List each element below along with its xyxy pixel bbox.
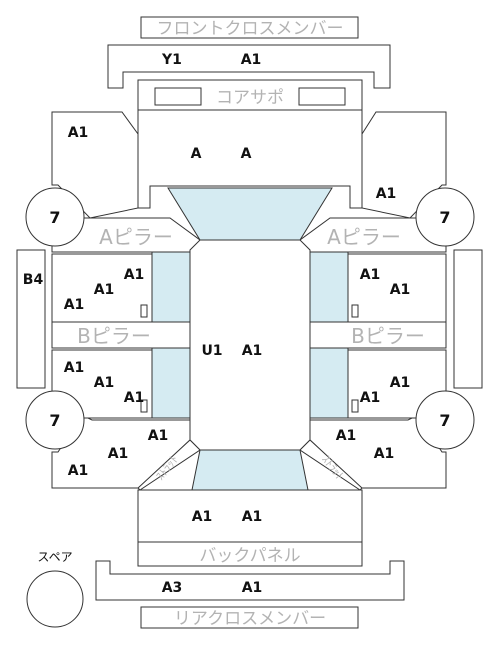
- side-window-left-rear: [151, 347, 191, 419]
- door-handle-rear-right: [351, 399, 359, 413]
- quarter-panel-left: A1 A1 A1: [51, 417, 191, 489]
- front-fender-right: A1: [361, 111, 447, 219]
- rear-door-right: A1 A1: [347, 349, 447, 419]
- rear-cross-member-label: リアクロスメンバー: [174, 609, 326, 629]
- side-window-right-rear: [309, 347, 349, 419]
- front-door-left: A1 A1 A1: [51, 253, 153, 323]
- trunk-grade-right: A1: [242, 509, 263, 525]
- front-cross-member-label: フロントクロスメンバー: [157, 19, 344, 39]
- rear-window: [191, 449, 309, 491]
- core-support-label: コアサポ: [216, 88, 284, 108]
- back-panel-label: バックパネル: [199, 546, 300, 566]
- front-member-grade-left: Y1: [161, 52, 182, 68]
- b-pillar-right: Bピラー: [309, 321, 447, 349]
- core-support: コアサポ: [138, 87, 362, 111]
- front-door-right-grade-a: A1: [360, 267, 381, 283]
- rear-member-grade-right: A1: [242, 580, 263, 596]
- headlight-right: [298, 87, 346, 106]
- side-panel-right: [453, 249, 483, 389]
- door-handle-rear-left: [140, 399, 148, 413]
- rear-bumper: A3 A1: [95, 560, 405, 601]
- spare-tire: スペア: [26, 550, 84, 628]
- a-pillar-right-label: Aピラー: [327, 225, 401, 249]
- hood: [137, 79, 363, 209]
- wheel-rear-left: 7: [25, 390, 85, 450]
- wheel-front-right: 7: [415, 187, 475, 247]
- quarter-left-grade-c: A1: [68, 463, 89, 479]
- door-handle-front-right: [351, 304, 359, 318]
- door-handle-front-left: [140, 304, 148, 318]
- windshield: [167, 187, 333, 241]
- front-cross-member: フロントクロスメンバー: [140, 16, 359, 39]
- quarter-left-grade-a: A1: [148, 428, 169, 444]
- fender-left-grade: A1: [68, 125, 89, 141]
- a-pillar-left-label: Aピラー: [99, 225, 173, 249]
- front-door-right: A1 A1: [347, 253, 447, 323]
- a-pillar-right: Aピラー: [299, 217, 447, 253]
- rear-door-left-grade-c: A1: [124, 390, 145, 406]
- front-fender-left: A1: [51, 111, 139, 219]
- rear-door-right-grade-a: A1: [390, 375, 411, 391]
- b-pillar-left: Bピラー: [51, 321, 191, 349]
- wheel-front-left-grade: 7: [49, 208, 60, 227]
- roof: U1 A1: [189, 239, 311, 451]
- rear-door-left: A1 A1 A1: [51, 349, 153, 419]
- b-pillar-right-label: Bピラー: [351, 324, 425, 348]
- back-panel: バックパネル: [137, 541, 363, 567]
- rear-member-grade-left: A3: [162, 580, 183, 596]
- wheel-rear-right-grade: 7: [439, 411, 450, 430]
- hood-grade-right: A: [241, 146, 252, 162]
- trunk: A1 A1: [137, 489, 363, 543]
- rear-door-left-grade-b: A1: [94, 375, 115, 391]
- wheel-front-right-grade: 7: [439, 208, 450, 227]
- side-window-right-front: [309, 251, 349, 323]
- wheel-rear-left-grade: 7: [49, 411, 60, 430]
- hood-grade-left: A: [191, 146, 202, 162]
- headlight-left: [154, 87, 202, 106]
- b-pillar-left-label: Bピラー: [77, 324, 151, 348]
- rear-door-right-grade-b: A1: [360, 390, 381, 406]
- side-window-left-front: [151, 251, 191, 323]
- front-bumper: Y1 A1: [107, 44, 391, 89]
- rear-cross-member: リアクロスメンバー: [140, 606, 359, 629]
- quarter-right-grade-a: A1: [336, 428, 357, 444]
- trunk-grade-left: A1: [192, 509, 213, 525]
- side-panel-left-grade: B4: [23, 272, 44, 288]
- front-member-grade-right: A1: [241, 52, 262, 68]
- quarter-right-grade-b: A1: [374, 446, 395, 462]
- front-door-left-grade-b: A1: [94, 282, 115, 298]
- quarter-left-grade-b: A1: [108, 446, 129, 462]
- wheel-rear-right: 7: [415, 390, 475, 450]
- side-panel-left: B4: [16, 249, 46, 389]
- roof-grade-right: A1: [242, 343, 263, 359]
- rear-door-left-grade-a: A1: [64, 360, 85, 376]
- fender-right-grade: A1: [376, 186, 397, 202]
- roof-grade-left: U1: [201, 343, 222, 359]
- front-door-left-grade-c: A1: [64, 297, 85, 313]
- spare-tire-circle: [26, 570, 84, 628]
- wheel-front-left: 7: [25, 187, 85, 247]
- quarter-panel-right: A1 A1: [309, 417, 447, 489]
- front-door-left-grade-a: A1: [124, 267, 145, 283]
- spare-tire-label: スペア: [37, 550, 72, 564]
- front-door-right-grade-b: A1: [390, 282, 411, 298]
